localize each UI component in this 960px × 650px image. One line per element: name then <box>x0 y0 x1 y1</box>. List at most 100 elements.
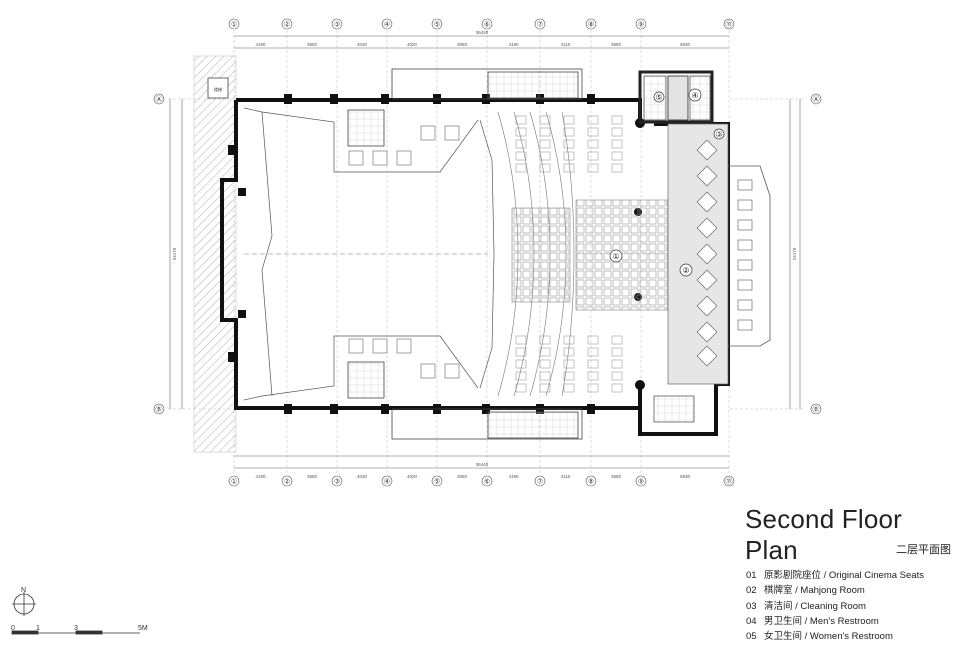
lower-stair-block <box>653 395 695 423</box>
seat-box <box>539 347 551 357</box>
seat-boxes <box>515 115 623 393</box>
column-marker-circle <box>534 18 546 30</box>
hall-table <box>396 150 412 166</box>
column-marker-circle <box>723 18 735 30</box>
restroom-block <box>638 70 714 124</box>
zone-marker-1: ① <box>612 252 619 261</box>
hall-table <box>444 363 460 379</box>
terrace-chair <box>737 219 753 231</box>
row-marker-b-left: Ⓑ <box>156 406 163 414</box>
vertical-dimension-right: 24170 <box>792 247 797 260</box>
column-marker-label: ③ <box>334 21 340 29</box>
seat-box <box>611 371 623 381</box>
seat-box <box>539 383 551 393</box>
column-marker-label: ① <box>231 21 237 29</box>
column-marker-circle <box>331 475 343 487</box>
dimension-label: 6930 <box>680 42 691 47</box>
column-marker-label: ⑤ <box>434 478 440 486</box>
column-marker-label: ⑦ <box>537 478 543 486</box>
column-marker-label: ⑧ <box>588 478 594 486</box>
dimension-label: 4190 <box>508 474 519 479</box>
zone-marker-2: ② <box>682 266 689 275</box>
cinema-seating <box>497 111 669 397</box>
column-marker-label: ④ <box>384 21 390 29</box>
column-marker-circle <box>635 475 647 487</box>
dimension-label: 3950 <box>457 42 468 47</box>
seat-box <box>587 359 599 369</box>
column-marker-circle <box>585 475 597 487</box>
seat-box <box>563 115 575 125</box>
seat-box <box>563 335 575 345</box>
seat-box <box>539 127 551 137</box>
hall-table <box>444 125 460 141</box>
seat-box <box>587 371 599 381</box>
zone-marker-4: ④ <box>691 91 698 100</box>
seat-box <box>563 163 575 173</box>
seat-box <box>563 359 575 369</box>
column-marker-circle <box>481 475 493 487</box>
external-stairs <box>347 68 583 440</box>
zone-markers: ① ② ③ ④ ⑤ <box>609 88 725 277</box>
terrace-chair <box>737 199 753 211</box>
mahjong-table <box>696 165 718 187</box>
seat-box <box>587 347 599 357</box>
seat-box <box>563 139 575 149</box>
mahjong-table <box>696 269 718 291</box>
mahjong-table <box>696 243 718 265</box>
terrace-chair <box>737 259 753 271</box>
dimension-label: 3980 <box>611 474 622 479</box>
legend-text: 原影剧院座位 / Original Cinema Seats <box>764 570 924 581</box>
seat-box <box>611 335 623 345</box>
seat-box <box>611 151 623 161</box>
dimension-label: 4190 <box>508 42 519 47</box>
dimension-label: 6930 <box>680 474 691 479</box>
scale-label-3: 3 <box>74 625 78 632</box>
stair-box <box>207 77 229 99</box>
column-marker-label: ⑥ <box>484 21 490 29</box>
seat-box <box>611 139 623 149</box>
row-marker-a-left: Ⓐ <box>156 96 163 104</box>
seat-box <box>587 335 599 345</box>
mahjong-tables <box>696 139 718 367</box>
column-marker-label: ① <box>231 478 237 486</box>
seat-box <box>587 151 599 161</box>
hall-table <box>420 363 436 379</box>
legend-number: 02 <box>746 585 757 597</box>
column-marker-label: ③ <box>334 478 340 486</box>
seat-box <box>539 335 551 345</box>
seat-box <box>515 127 527 137</box>
zone-marker-3: ③ <box>715 130 722 139</box>
seat-box <box>611 115 623 125</box>
seat-box <box>587 383 599 393</box>
seat-box <box>539 371 551 381</box>
column-marker-circle <box>431 18 443 30</box>
seat-box <box>515 139 527 149</box>
hall-table <box>396 338 412 354</box>
dimension-label: 4020 <box>407 42 418 47</box>
seat-box <box>515 115 527 125</box>
total-dimension-bottom: 36440 <box>476 462 489 467</box>
column-marker-label: ⑦ <box>537 21 543 29</box>
column-marker-label: ⑪ <box>726 478 733 486</box>
scale-label-5m: 5M <box>138 625 148 632</box>
dimension-label: 3950 <box>307 474 318 479</box>
terrace-chair <box>737 279 753 291</box>
legend-number: 01 <box>746 570 757 581</box>
seat-box <box>515 151 527 161</box>
hall-table <box>420 125 436 141</box>
dimension-label: 4020 <box>407 474 418 479</box>
zone-marker-5: ⑤ <box>655 93 662 102</box>
mahjong-table <box>696 139 718 161</box>
terrace-chair <box>737 179 753 191</box>
dimension-label: 4030 <box>357 474 368 479</box>
dimension-label: 4030 <box>357 42 368 47</box>
column-marker-circle <box>381 475 393 487</box>
column-marker-label: ⑨ <box>638 478 644 486</box>
hall-table <box>348 338 364 354</box>
seat-box <box>515 163 527 173</box>
mahjong-table <box>696 191 718 213</box>
